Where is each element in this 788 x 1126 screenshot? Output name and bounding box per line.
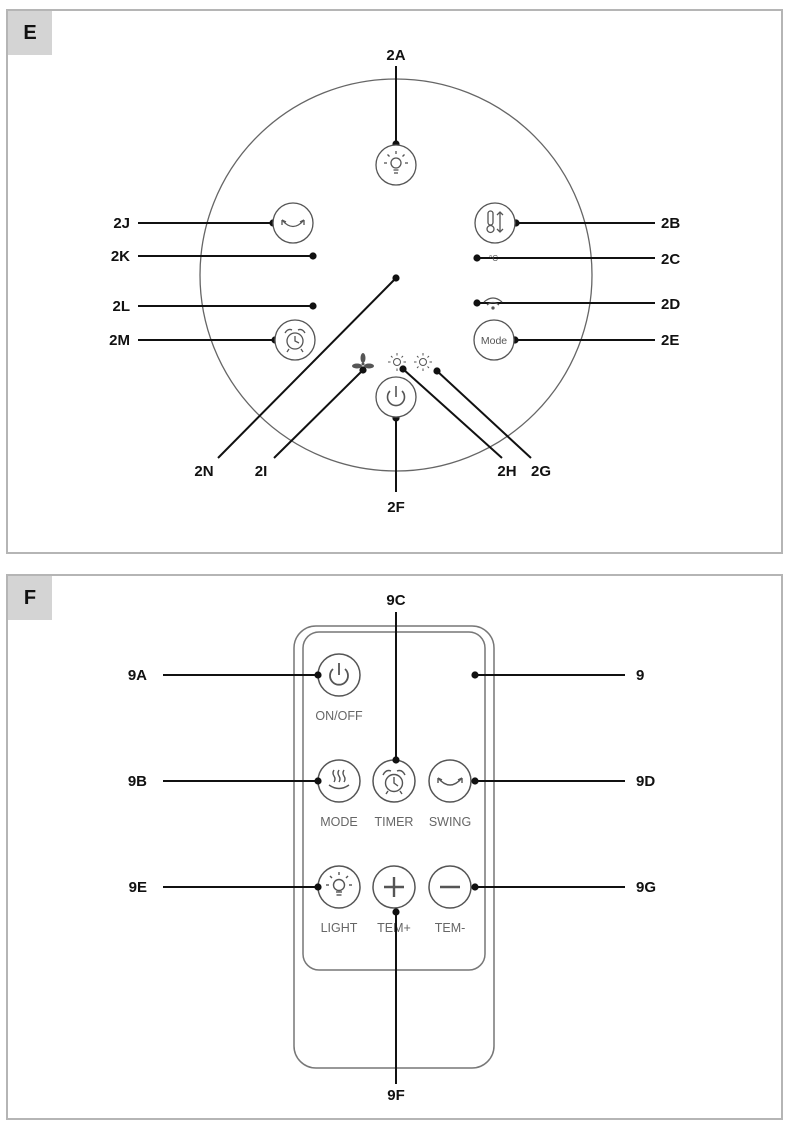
callout-2m: 2M bbox=[109, 332, 130, 349]
remote-swing-label: SWING bbox=[429, 815, 471, 829]
swing-arrows-icon bbox=[437, 777, 463, 786]
remote-timer-label: TIMER bbox=[375, 815, 414, 829]
thermometer-icon bbox=[486, 210, 504, 234]
fan-icon bbox=[352, 353, 374, 369]
callout-2c: 2C bbox=[661, 251, 680, 268]
callout-2f: 2F bbox=[387, 499, 405, 516]
callout-2e: 2E bbox=[661, 332, 679, 349]
callout-2k: 2K bbox=[111, 248, 130, 265]
mode-button[interactable]: Mode bbox=[473, 319, 515, 361]
light-button[interactable] bbox=[375, 144, 417, 186]
remote-timer-button[interactable] bbox=[372, 759, 416, 803]
wifi-icon bbox=[483, 297, 503, 310]
swing-arrows-icon bbox=[281, 219, 305, 228]
callout-2b: 2B bbox=[661, 215, 680, 232]
remote-temp-plus-button[interactable] bbox=[372, 865, 416, 909]
remote-light-button[interactable] bbox=[317, 865, 361, 909]
heat-waves-icon bbox=[328, 769, 350, 790]
callout-9b: 9B bbox=[128, 773, 147, 790]
swing-button[interactable] bbox=[272, 202, 314, 244]
leader-dots-f bbox=[314, 671, 479, 916]
remote-temp-plus-label: TEM+ bbox=[377, 921, 411, 935]
callout-9g: 9G bbox=[636, 879, 656, 896]
callout-2i: 2I bbox=[255, 463, 268, 480]
remote-swing-button[interactable] bbox=[428, 759, 472, 803]
power-icon bbox=[386, 386, 406, 407]
callout-2g: 2G bbox=[531, 463, 551, 480]
mode-button-label: Mode bbox=[481, 335, 507, 347]
remote-light-label: LIGHT bbox=[321, 921, 358, 935]
callout-2j: 2J bbox=[113, 215, 130, 232]
celsius-indicator: °C bbox=[489, 254, 498, 263]
callout-9e: 9E bbox=[129, 879, 147, 896]
plus-icon bbox=[384, 877, 404, 897]
remote-temp-minus-label: TEM- bbox=[435, 921, 466, 935]
high-heat-icon bbox=[414, 353, 432, 371]
panel-e-tag: E bbox=[8, 11, 52, 55]
light-bulb-icon bbox=[384, 151, 408, 174]
callout-2h: 2H bbox=[497, 463, 516, 480]
timer-button[interactable] bbox=[274, 319, 316, 361]
power-button[interactable] bbox=[375, 376, 417, 418]
power-icon bbox=[329, 663, 349, 686]
light-bulb-icon bbox=[326, 872, 352, 896]
remote-power-button[interactable] bbox=[317, 653, 361, 697]
callout-2a: 2A bbox=[386, 47, 405, 64]
leader-lines-f bbox=[163, 612, 625, 1084]
callout-9a: 9A bbox=[128, 667, 147, 684]
alarm-clock-icon bbox=[284, 328, 306, 353]
leader-lines-e bbox=[138, 66, 655, 492]
callout-9f: 9F bbox=[387, 1087, 405, 1104]
remote-temp-minus-button[interactable] bbox=[428, 865, 472, 909]
remote-mode-button[interactable] bbox=[317, 759, 361, 803]
remote-on-off-label: ON/OFF bbox=[315, 709, 363, 723]
callout-2l: 2L bbox=[112, 298, 130, 315]
callout-9d: 9D bbox=[636, 773, 655, 790]
panel-f-tag: F bbox=[8, 576, 52, 620]
temperature-button[interactable] bbox=[474, 202, 516, 244]
remote-mode-label: MODE bbox=[320, 815, 358, 829]
panel-e: E bbox=[6, 9, 783, 554]
callout-2n: 2N bbox=[194, 463, 213, 480]
callout-9: 9 bbox=[636, 667, 644, 684]
low-heat-icon bbox=[388, 353, 406, 371]
alarm-clock-icon bbox=[382, 769, 406, 795]
callout-2d: 2D bbox=[661, 296, 680, 313]
callout-9c: 9C bbox=[386, 592, 405, 609]
